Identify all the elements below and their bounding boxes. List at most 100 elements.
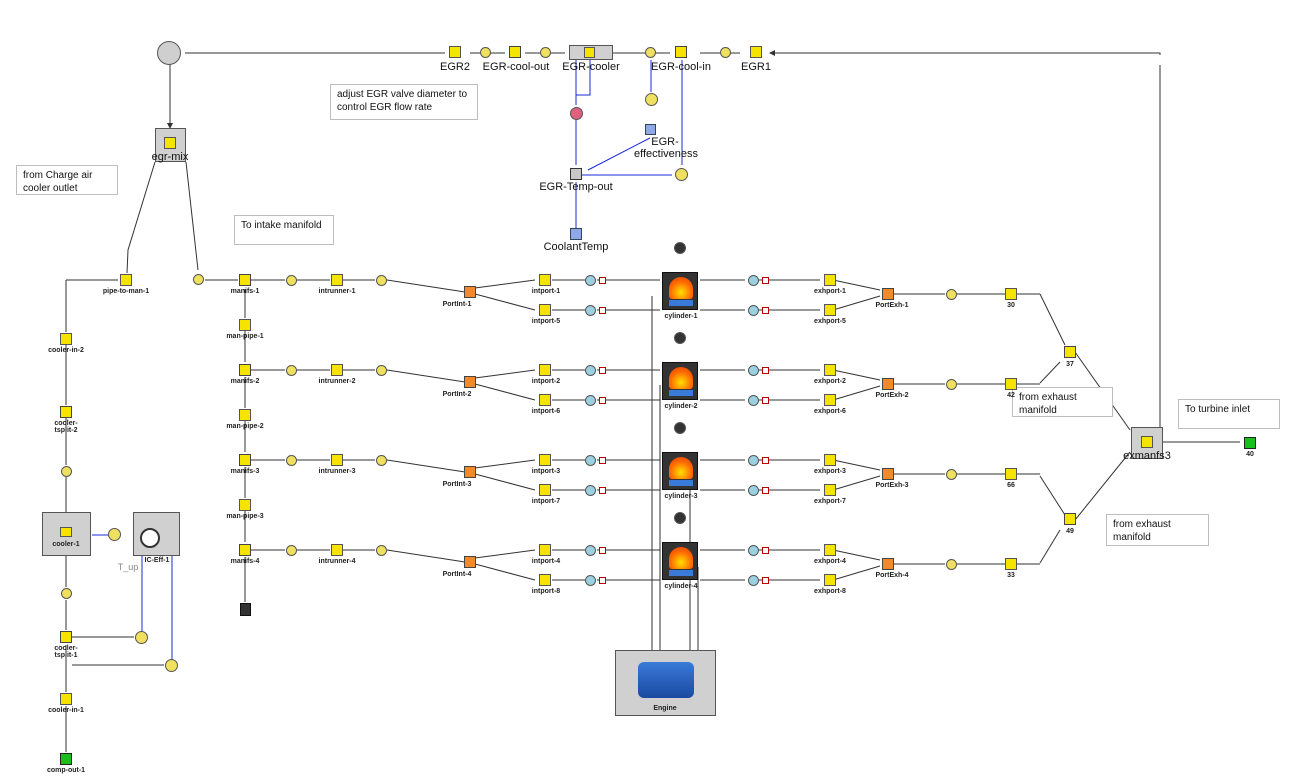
comp-out-1-boundary[interactable] [60,753,72,765]
exhaust-valve-top[interactable] [748,275,759,286]
port-int-split[interactable] [464,466,476,478]
exhaust-pipe[interactable] [1005,378,1017,390]
exhaust-valve-top[interactable] [748,545,759,556]
egr-cool-out-orifice[interactable] [480,47,491,58]
outlet-40-boundary[interactable] [1244,437,1256,449]
injector-icon[interactable] [674,242,686,254]
exhaust-orifice[interactable] [946,379,957,390]
exhaust-pipe[interactable] [1005,468,1017,480]
port-int-split[interactable] [464,286,476,298]
intport-bottom-pipe[interactable] [539,574,551,586]
exhaust-valve-bottom[interactable] [748,485,759,496]
manifold-split[interactable] [239,544,251,556]
exhport-top-pipe[interactable] [824,364,836,376]
intake-valve-bottom[interactable] [585,485,596,496]
ic-signal-sensor[interactable] [108,528,121,541]
egr-effectiveness-box[interactable] [645,124,656,135]
coolant-temp-box[interactable] [570,228,582,240]
port-exh-join[interactable] [882,558,894,570]
cylinder-block[interactable] [662,272,698,310]
intake-valve-bottom[interactable] [585,395,596,406]
egr-mix-orifice[interactable] [193,274,204,285]
exhport-bottom-pipe[interactable] [824,484,836,496]
egr-temp-sensor[interactable] [675,168,688,181]
cylinder-block[interactable] [662,452,698,490]
exhport-top-pipe[interactable] [824,544,836,556]
egr2-pipe[interactable] [449,46,461,58]
cylinder-block[interactable] [662,362,698,400]
port-exh-join[interactable] [882,468,894,480]
intport-bottom-pipe[interactable] [539,394,551,406]
egr1-pipe[interactable] [750,46,762,58]
cooler-orifice-top[interactable] [61,466,72,477]
cooler-1-block[interactable] [42,512,91,556]
exhaust-valve-bottom[interactable] [748,305,759,316]
port-exh-join[interactable] [882,378,894,390]
cooler-in-2-pipe[interactable] [60,333,72,345]
intport-top-pipe[interactable] [539,274,551,286]
egr-cool-in-split[interactable] [675,46,687,58]
egr-sensor-1[interactable] [645,93,658,106]
intport-top-pipe[interactable] [539,364,551,376]
intrunner-pipe[interactable] [331,274,343,286]
intake-valve-top[interactable] [585,545,596,556]
manifold-split[interactable] [239,454,251,466]
manifold-split[interactable] [239,274,251,286]
exhaust-orifice[interactable] [946,559,957,570]
exhaust-orifice[interactable] [946,469,957,480]
pipe-to-man-pipe[interactable] [120,274,132,286]
exhport-top-pipe[interactable] [824,274,836,286]
exhaust-pipe[interactable] [1005,558,1017,570]
intake-orifice[interactable] [286,275,297,286]
egr-temp-out-box[interactable] [570,168,582,180]
tsplit-sensor-1[interactable] [135,631,148,644]
cooler-in-1-pipe[interactable] [60,693,72,705]
runner-orifice[interactable] [376,275,387,286]
cooler-tsplit-1-split[interactable] [60,631,72,643]
intake-end-cap[interactable] [240,603,251,616]
cooler-orifice-bottom[interactable] [61,588,72,599]
man-pipe[interactable] [239,499,251,511]
intport-bottom-pipe[interactable] [539,484,551,496]
runner-orifice[interactable] [376,365,387,376]
exhaust-valve-top[interactable] [748,365,759,376]
intake-orifice[interactable] [286,365,297,376]
exhport-bottom-pipe[interactable] [824,574,836,586]
exhaust-valve-top[interactable] [748,455,759,466]
exhaust-valve-bottom[interactable] [748,395,759,406]
egr-sensor-2[interactable] [570,107,583,120]
tsplit-sensor-2[interactable] [165,659,178,672]
intake-valve-bottom[interactable] [585,575,596,586]
runner-orifice[interactable] [376,545,387,556]
intport-top-pipe[interactable] [539,454,551,466]
intrunner-pipe[interactable] [331,544,343,556]
exhaust-join-49[interactable] [1064,513,1076,525]
man-pipe[interactable] [239,409,251,421]
intake-valve-top[interactable] [585,455,596,466]
man-pipe[interactable] [239,319,251,331]
port-int-split[interactable] [464,556,476,568]
runner-orifice[interactable] [376,455,387,466]
intake-orifice[interactable] [286,545,297,556]
exhaust-orifice[interactable] [946,289,957,300]
manifold-split[interactable] [239,364,251,376]
egr-valve-circle[interactable] [157,41,181,65]
exhaust-join-37[interactable] [1064,346,1076,358]
exhaust-pipe[interactable] [1005,288,1017,300]
intake-valve-bottom[interactable] [585,305,596,316]
intake-valve-top[interactable] [585,365,596,376]
exhport-top-pipe[interactable] [824,454,836,466]
exhport-bottom-pipe[interactable] [824,304,836,316]
intrunner-pipe[interactable] [331,454,343,466]
injector-icon[interactable] [674,332,686,344]
injector-icon[interactable] [674,422,686,434]
intake-valve-top[interactable] [585,275,596,286]
intport-top-pipe[interactable] [539,544,551,556]
port-exh-join[interactable] [882,288,894,300]
port-int-split[interactable] [464,376,476,388]
injector-icon[interactable] [674,512,686,524]
intport-bottom-pipe[interactable] [539,304,551,316]
cooler-tsplit-2-split[interactable] [60,406,72,418]
egr-cool-in-orifice[interactable] [645,47,656,58]
intake-orifice[interactable] [286,455,297,466]
